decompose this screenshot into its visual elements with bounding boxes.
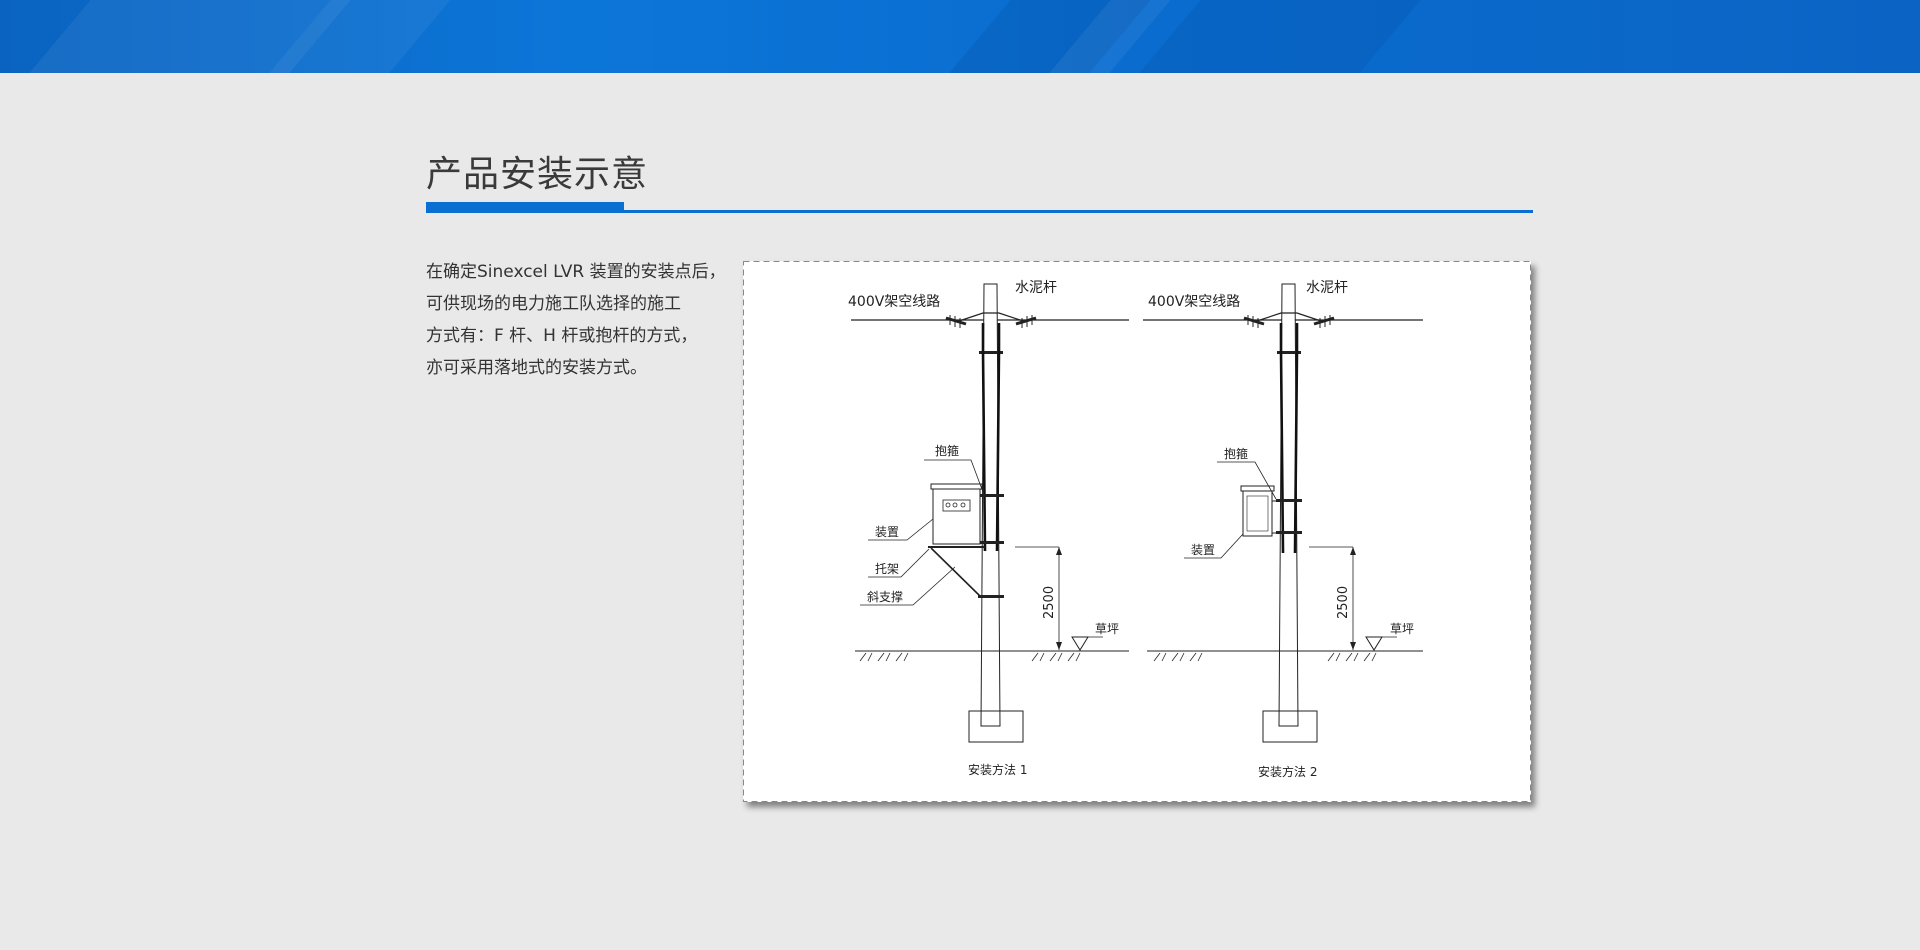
pole-label: 水泥杆 <box>1306 280 1348 296</box>
leader-line <box>1217 461 1277 500</box>
method-1-caption: 安装方法 1 <box>968 762 1027 777</box>
hoop-band <box>978 494 1004 497</box>
top-banner <box>0 0 1920 73</box>
leader-line <box>924 459 984 493</box>
overhead-line-label: 400V架空线路 <box>848 294 940 310</box>
crossarm <box>1253 312 1325 323</box>
insulator-left <box>945 315 967 328</box>
title-accent-bar <box>426 202 624 213</box>
ground-hatch <box>1153 652 1377 662</box>
leader-line <box>1184 533 1244 559</box>
lawn-marker <box>1071 636 1089 651</box>
diagram-svg: 400V架空线路 水泥杆 抱箍 装置 托架 斜支撑 2500 <box>743 261 1531 802</box>
lawn-label: 草坪 <box>1095 622 1119 636</box>
leader-line <box>868 518 934 541</box>
device-cabinet <box>932 488 981 545</box>
banner-stripe <box>1139 0 1421 73</box>
concrete-pole <box>1278 283 1299 727</box>
hoop-label: 抱箍 <box>1224 446 1248 461</box>
hoop-label: 抱箍 <box>935 443 959 458</box>
description-line: 方式有：F 杆、H 杆或抱杆的方式， <box>426 326 698 346</box>
dimension-value: 2500 <box>1042 586 1057 619</box>
pole-footing <box>1262 710 1318 743</box>
insulator-right <box>1313 315 1335 328</box>
installation-diagram: 400V架空线路 水泥杆 抱箍 装置 托架 斜支撑 2500 <box>743 261 1531 802</box>
down-cable <box>981 323 987 552</box>
diagonal-brace <box>930 547 982 598</box>
cable-clamp <box>979 351 1003 354</box>
insulator-right <box>1015 315 1037 328</box>
lawn-marker <box>1365 636 1383 651</box>
method-2-caption: 安装方法 2 <box>1258 764 1317 779</box>
insulator-left <box>1243 315 1265 328</box>
bracket-label: 托架 <box>875 562 899 576</box>
hoop-band <box>1276 499 1302 502</box>
pole-label: 水泥杆 <box>1015 280 1057 296</box>
cabinet-panel <box>942 499 971 512</box>
description-line: 可供现场的电力施工队选择的施工 <box>426 294 681 314</box>
description-line: 在确定Sinexcel LVR 装置的安装点后， <box>426 262 726 282</box>
cable-clamp <box>1277 351 1301 354</box>
device-cabinet <box>1242 490 1273 537</box>
hoop-band <box>978 541 1004 544</box>
description-line: 亦可采用落地式的安装方式。 <box>426 358 647 378</box>
method-1: 400V架空线路 水泥杆 抱箍 装置 托架 斜支撑 2500 <box>848 280 1129 777</box>
brace-label: 斜支撑 <box>867 589 903 604</box>
ground-hatch <box>859 652 1081 662</box>
leader-line <box>860 566 956 606</box>
page-title: 产品安装示意 <box>426 154 649 195</box>
description: 在确定Sinexcel LVR 装置的安装点后， 可供现场的电力施工队选择的施工… <box>426 256 736 384</box>
device-label: 装置 <box>1191 543 1215 557</box>
pole-footing <box>968 710 1024 743</box>
hoop-band <box>978 595 1004 598</box>
device-cabinet-roof <box>930 483 983 490</box>
figure-border <box>743 261 1531 802</box>
down-cable <box>1293 323 1299 554</box>
concrete-pole <box>980 283 1001 727</box>
lawn-label: 草坪 <box>1390 622 1414 636</box>
overhead-line-label: 400V架空线路 <box>1148 294 1240 310</box>
method-2: 抱箍 装置 2500 草坪 400V架空线路 水泥杆 安装 <box>1143 280 1423 779</box>
leader-line <box>868 548 930 578</box>
device-label: 装置 <box>875 525 899 539</box>
down-cable <box>995 323 1001 552</box>
down-cable <box>1279 323 1285 554</box>
crossarm <box>955 312 1027 323</box>
dimension-value: 2500 <box>1336 586 1351 619</box>
title-underline <box>426 210 1533 213</box>
hoop-band <box>1276 531 1302 534</box>
